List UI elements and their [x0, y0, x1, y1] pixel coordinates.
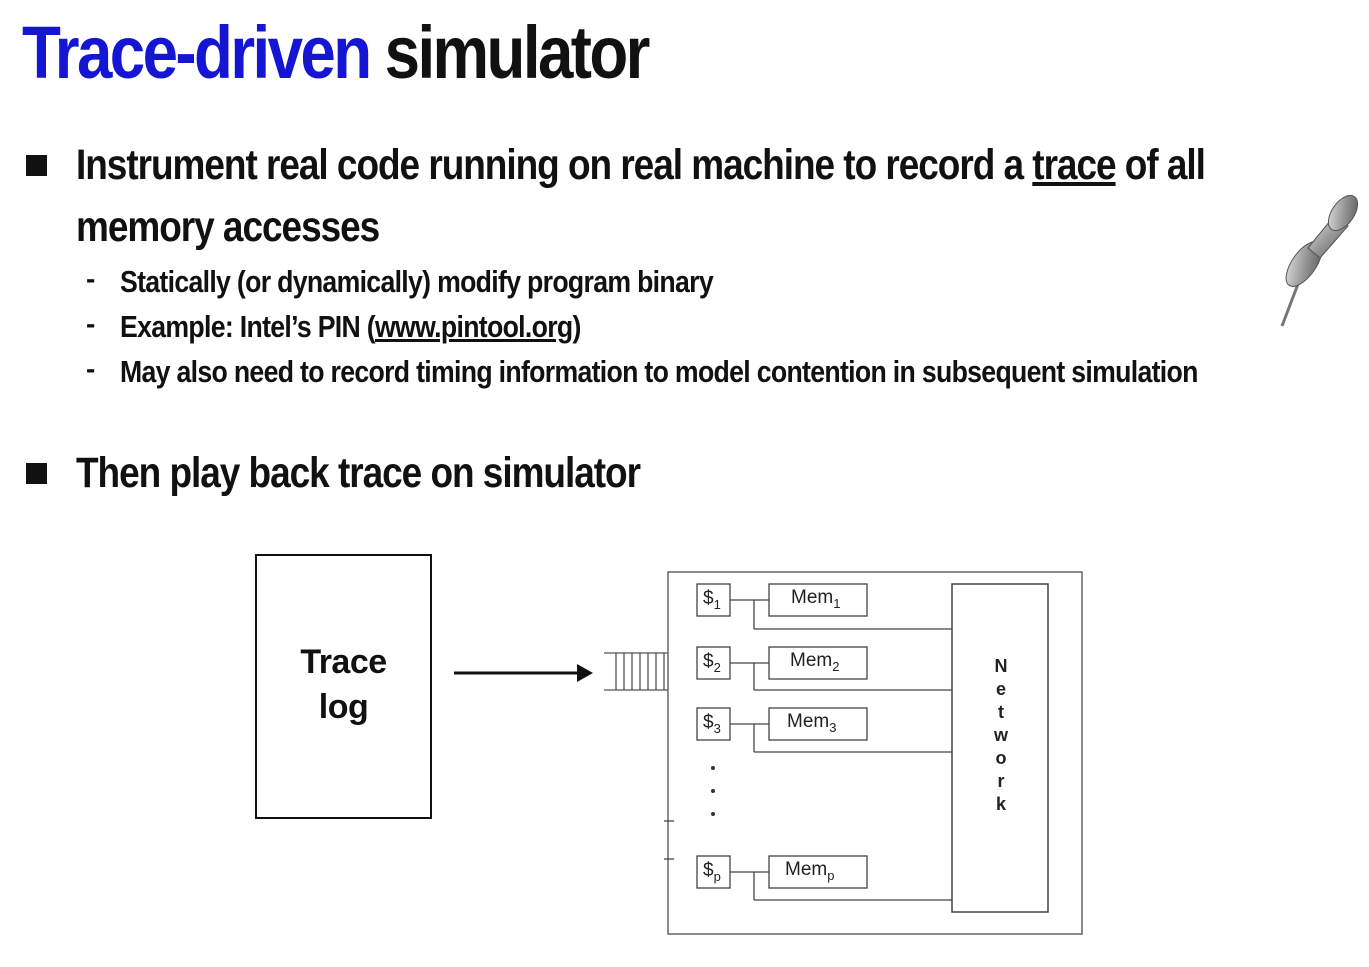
title-rest: simulator	[384, 11, 651, 94]
cache-label-1: $1	[703, 588, 721, 612]
mem-label-2: Mem2	[790, 650, 840, 674]
sub-bullet-3: May also need to record timing informati…	[120, 354, 1198, 389]
ellipsis-dot	[711, 789, 715, 793]
network-letter: w	[993, 725, 1008, 745]
network-box	[951, 583, 1049, 913]
slide-title: Trace-driven simulator	[22, 11, 651, 94]
network-letter: o	[995, 748, 1007, 768]
trace-link[interactable]: trace	[1032, 141, 1116, 189]
title-accent: Trace-driven	[22, 11, 372, 94]
bullet-1-line-1: Instrument real code running on real mac…	[76, 141, 1206, 189]
bullet-square-icon	[26, 155, 47, 176]
trace-log-label: Trace log	[300, 643, 387, 726]
mem-label-3: Mem3	[787, 711, 837, 735]
mem-label-p: Memp	[785, 859, 835, 883]
sub-bullet-2: Example: Intel’s PIN (www.pintool.org)	[120, 309, 581, 344]
cache-label-p: $p	[703, 860, 721, 884]
bullet-square-icon	[26, 463, 47, 484]
bullet-1-line-2: memory accesses	[76, 203, 380, 251]
ellipsis-dot	[711, 766, 715, 770]
network-letter: t	[998, 702, 1004, 722]
network-letter: k	[995, 794, 1006, 814]
pintool-link[interactable]: www.pintool.org	[375, 309, 573, 344]
sub-bullet-1: Statically (or dynamically) modify progr…	[120, 264, 714, 299]
system-box	[667, 571, 1083, 935]
network-letter: r	[997, 771, 1005, 791]
dash-icon: -	[86, 353, 96, 384]
mem-label-1: Mem1	[791, 587, 841, 611]
arrow-head-icon	[577, 664, 593, 682]
network-letter: N	[994, 656, 1008, 676]
queue-icon	[604, 652, 668, 691]
network-letter: e	[995, 679, 1006, 699]
cache-label-2: $2	[703, 651, 721, 675]
ellipsis-dot	[711, 812, 715, 816]
pushpin-icon	[1280, 194, 1359, 327]
cache-label-3: $3	[703, 712, 721, 736]
dash-icon: -	[86, 308, 96, 339]
trace-log-box	[255, 554, 432, 819]
bullet-2: Then play back trace on simulator	[76, 449, 641, 497]
dash-icon: -	[86, 263, 96, 294]
